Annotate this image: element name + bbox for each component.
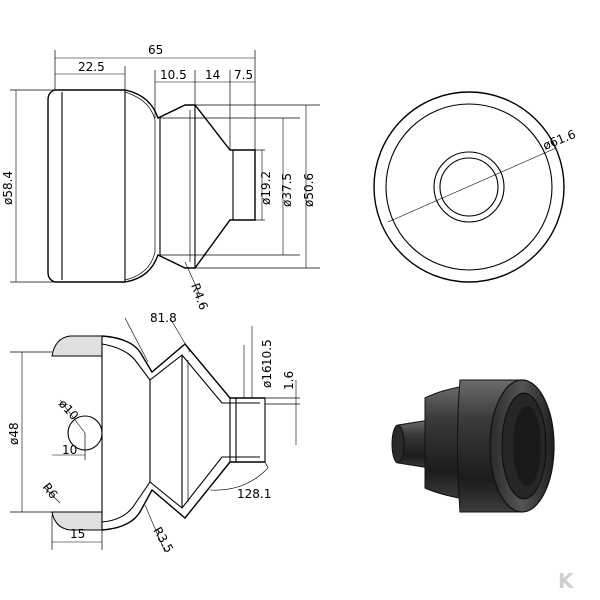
dim-radius-bottom: R3.5 (150, 525, 176, 556)
end-view: ø61.6 (373, 91, 578, 283)
rubber-boot-3d-icon (391, 379, 555, 513)
dim-radius-left: R6 (40, 480, 61, 501)
dim-lip-length: 15 (70, 527, 85, 541)
dim-dia-mid: ø37.5 (280, 173, 294, 207)
dim-angle-bottom: 128.1 (237, 487, 271, 501)
dim-step-a: 10.5 (160, 68, 187, 82)
dim-angle: 81.8 (150, 311, 177, 325)
dim-dia-hole: ø10 (56, 397, 82, 423)
end-view-outer-circle (373, 91, 565, 283)
dim-wall-small: 10.5 (260, 339, 274, 366)
side-view-outline (47, 89, 256, 283)
dim-step-b: 14 (205, 68, 220, 82)
section-outline (101, 335, 265, 531)
dim-body-length: 22.5 (78, 60, 105, 74)
dim-overall-length: 65 (148, 43, 163, 57)
side-view: 65 22.5 10.5 14 7.5 ø58.4 ø19.2 ø37.5 ø5… (1, 43, 320, 312)
dim-dia-outer: ø58.4 (1, 171, 15, 205)
dim-radius: R4.6 (188, 281, 211, 312)
dim-dia-small: ø19.2 (259, 171, 273, 205)
section-view: ø10 10 ø48 R6 15 R3.5 81.8 10.5 ø16 1 (7, 311, 300, 555)
dim-step-c: 7.5 (234, 68, 253, 82)
brand-logo: K (558, 569, 575, 593)
dim-dia-large: ø50.6 (302, 173, 316, 207)
dim-dia-bore: ø16 (260, 365, 274, 388)
dim-wall-thickness: 1.6 (282, 371, 296, 390)
dim-hole-offset: 10 (62, 443, 77, 457)
dim-dia-body: ø48 (7, 422, 21, 445)
